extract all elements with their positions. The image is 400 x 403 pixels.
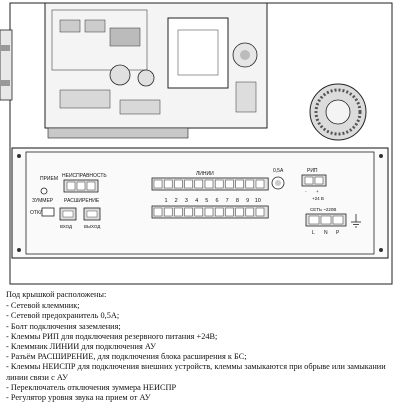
zummer-switch[interactable] (41, 207, 55, 217)
linii-terminal-cell[interactable] (255, 179, 265, 189)
linii-number: 3 (185, 198, 188, 204)
linii-terminal-cell[interactable] (245, 179, 255, 189)
notes-title: Под крышкой расположены: (6, 290, 107, 299)
linii-label: ЛИНИИ (196, 171, 214, 177)
linii-terminal-cell[interactable] (214, 179, 224, 189)
linii-terminal-cell[interactable] (204, 179, 214, 189)
linii-number: 8 (236, 198, 239, 204)
main-pcb (44, 2, 268, 139)
linii-number: 6 (215, 198, 218, 204)
linii-terminal-cell[interactable] (225, 179, 234, 189)
note-item: - Клеммы НЕИСПР для подключения внешних … (6, 362, 386, 382)
set-label: СЕТЬ ~220В (310, 207, 336, 212)
linii-terminal-cell[interactable] (194, 179, 204, 189)
note-item: - Регулятор уровня звука на прием от АУ (6, 393, 151, 403)
notes-list: - Сетевой клеммник; - Сетевой предохрани… (6, 301, 398, 403)
linii-terminal-cell[interactable] (163, 179, 173, 189)
priem-led (40, 187, 48, 195)
linii-terminal-cell[interactable] (194, 207, 204, 217)
note-item: - Разъём РАСШИРЕНИЕ, для подключения бло… (6, 352, 247, 362)
plus24-label: +24 В (312, 196, 324, 201)
side-mount (0, 29, 13, 101)
vyhod-label: ВЫХОД (84, 224, 100, 229)
linii-number: 2 (175, 198, 178, 204)
rip-terminal[interactable] (301, 174, 327, 187)
control-panel (11, 147, 389, 259)
linii-terminal-top[interactable] (151, 177, 269, 191)
linii-terminal-cell[interactable] (255, 207, 265, 217)
linii-terminal-cell[interactable] (163, 207, 173, 217)
linii-terminal-cell[interactable] (245, 207, 255, 217)
device-diagram: ПРИЕМ НЕИСПРАВНОСТЬ ЗУММЕР ОТКЛ РАСШИРЕН… (0, 2, 393, 285)
note-item: - Болт подключения заземления; (6, 321, 121, 331)
volume-knob (309, 83, 367, 141)
linii-terminal-cell[interactable] (153, 179, 163, 189)
note-item: - Сетевой предохранитель 0,5А; (6, 311, 120, 321)
note-item: - Сетевой клеммник; (6, 301, 80, 311)
rasshirenie-out-port[interactable] (83, 207, 101, 221)
linii-terminal-cell[interactable] (225, 207, 234, 217)
otkl-label: ОТКЛ (30, 210, 43, 216)
linii-terminal-cell[interactable] (174, 179, 183, 189)
mains-l: L (312, 230, 315, 236)
linii-terminal-cell[interactable] (235, 179, 244, 189)
rip-plus: + (316, 189, 319, 194)
linii-number: 9 (246, 198, 249, 204)
linii-terminal-cell[interactable] (214, 207, 224, 217)
neispravnost-terminal[interactable] (63, 179, 99, 193)
linii-terminal-cell[interactable] (184, 179, 193, 189)
rip-label: РИП (307, 168, 318, 174)
note-item: - Переключатель отключения зуммера НЕИСП… (6, 382, 177, 392)
note-item: - Клеммник ЛИНИИ для подключения АУ (6, 342, 156, 352)
mains-p: P (336, 230, 340, 236)
rasshirenie-label: РАСШИРЕНИЕ (64, 198, 100, 204)
linii-number: 10 (255, 198, 261, 204)
ground-bolt-icon (351, 214, 361, 228)
linii-number: 4 (195, 198, 198, 204)
fuse-label: 0,5А (273, 168, 284, 174)
priem-label: ПРИЕМ (40, 176, 58, 182)
mains-n: N (324, 230, 328, 236)
note-item: - Клеммы РИП для подключения резервного … (6, 331, 218, 341)
linii-number: 7 (226, 198, 229, 204)
linii-terminal-cell[interactable] (204, 207, 214, 217)
linii-terminal-cell[interactable] (174, 207, 183, 217)
zummer-label: ЗУММЕР (32, 198, 54, 204)
rip-minus: - (305, 189, 307, 194)
linii-terminal-bottom[interactable] (151, 205, 269, 219)
linii-terminal-cell[interactable] (235, 207, 244, 217)
notes-block: Под крышкой расположены: - Сетевой клемм… (6, 290, 398, 403)
linii-terminal-cell[interactable] (153, 207, 163, 217)
rasshirenie-in-port[interactable] (59, 207, 77, 221)
linii-numbers: 1 2 3 4 5 6 7 8 9 10 (164, 198, 260, 204)
linii-number: 5 (205, 198, 208, 204)
linii-number: 1 (164, 198, 167, 204)
linii-terminal-cell[interactable] (184, 207, 193, 217)
vhod-label: ВХОД (60, 224, 72, 229)
fuse-holder[interactable] (271, 176, 285, 190)
mains-terminal[interactable] (305, 213, 347, 227)
neispravnost-label: НЕИСПРАВНОСТЬ (62, 173, 107, 179)
